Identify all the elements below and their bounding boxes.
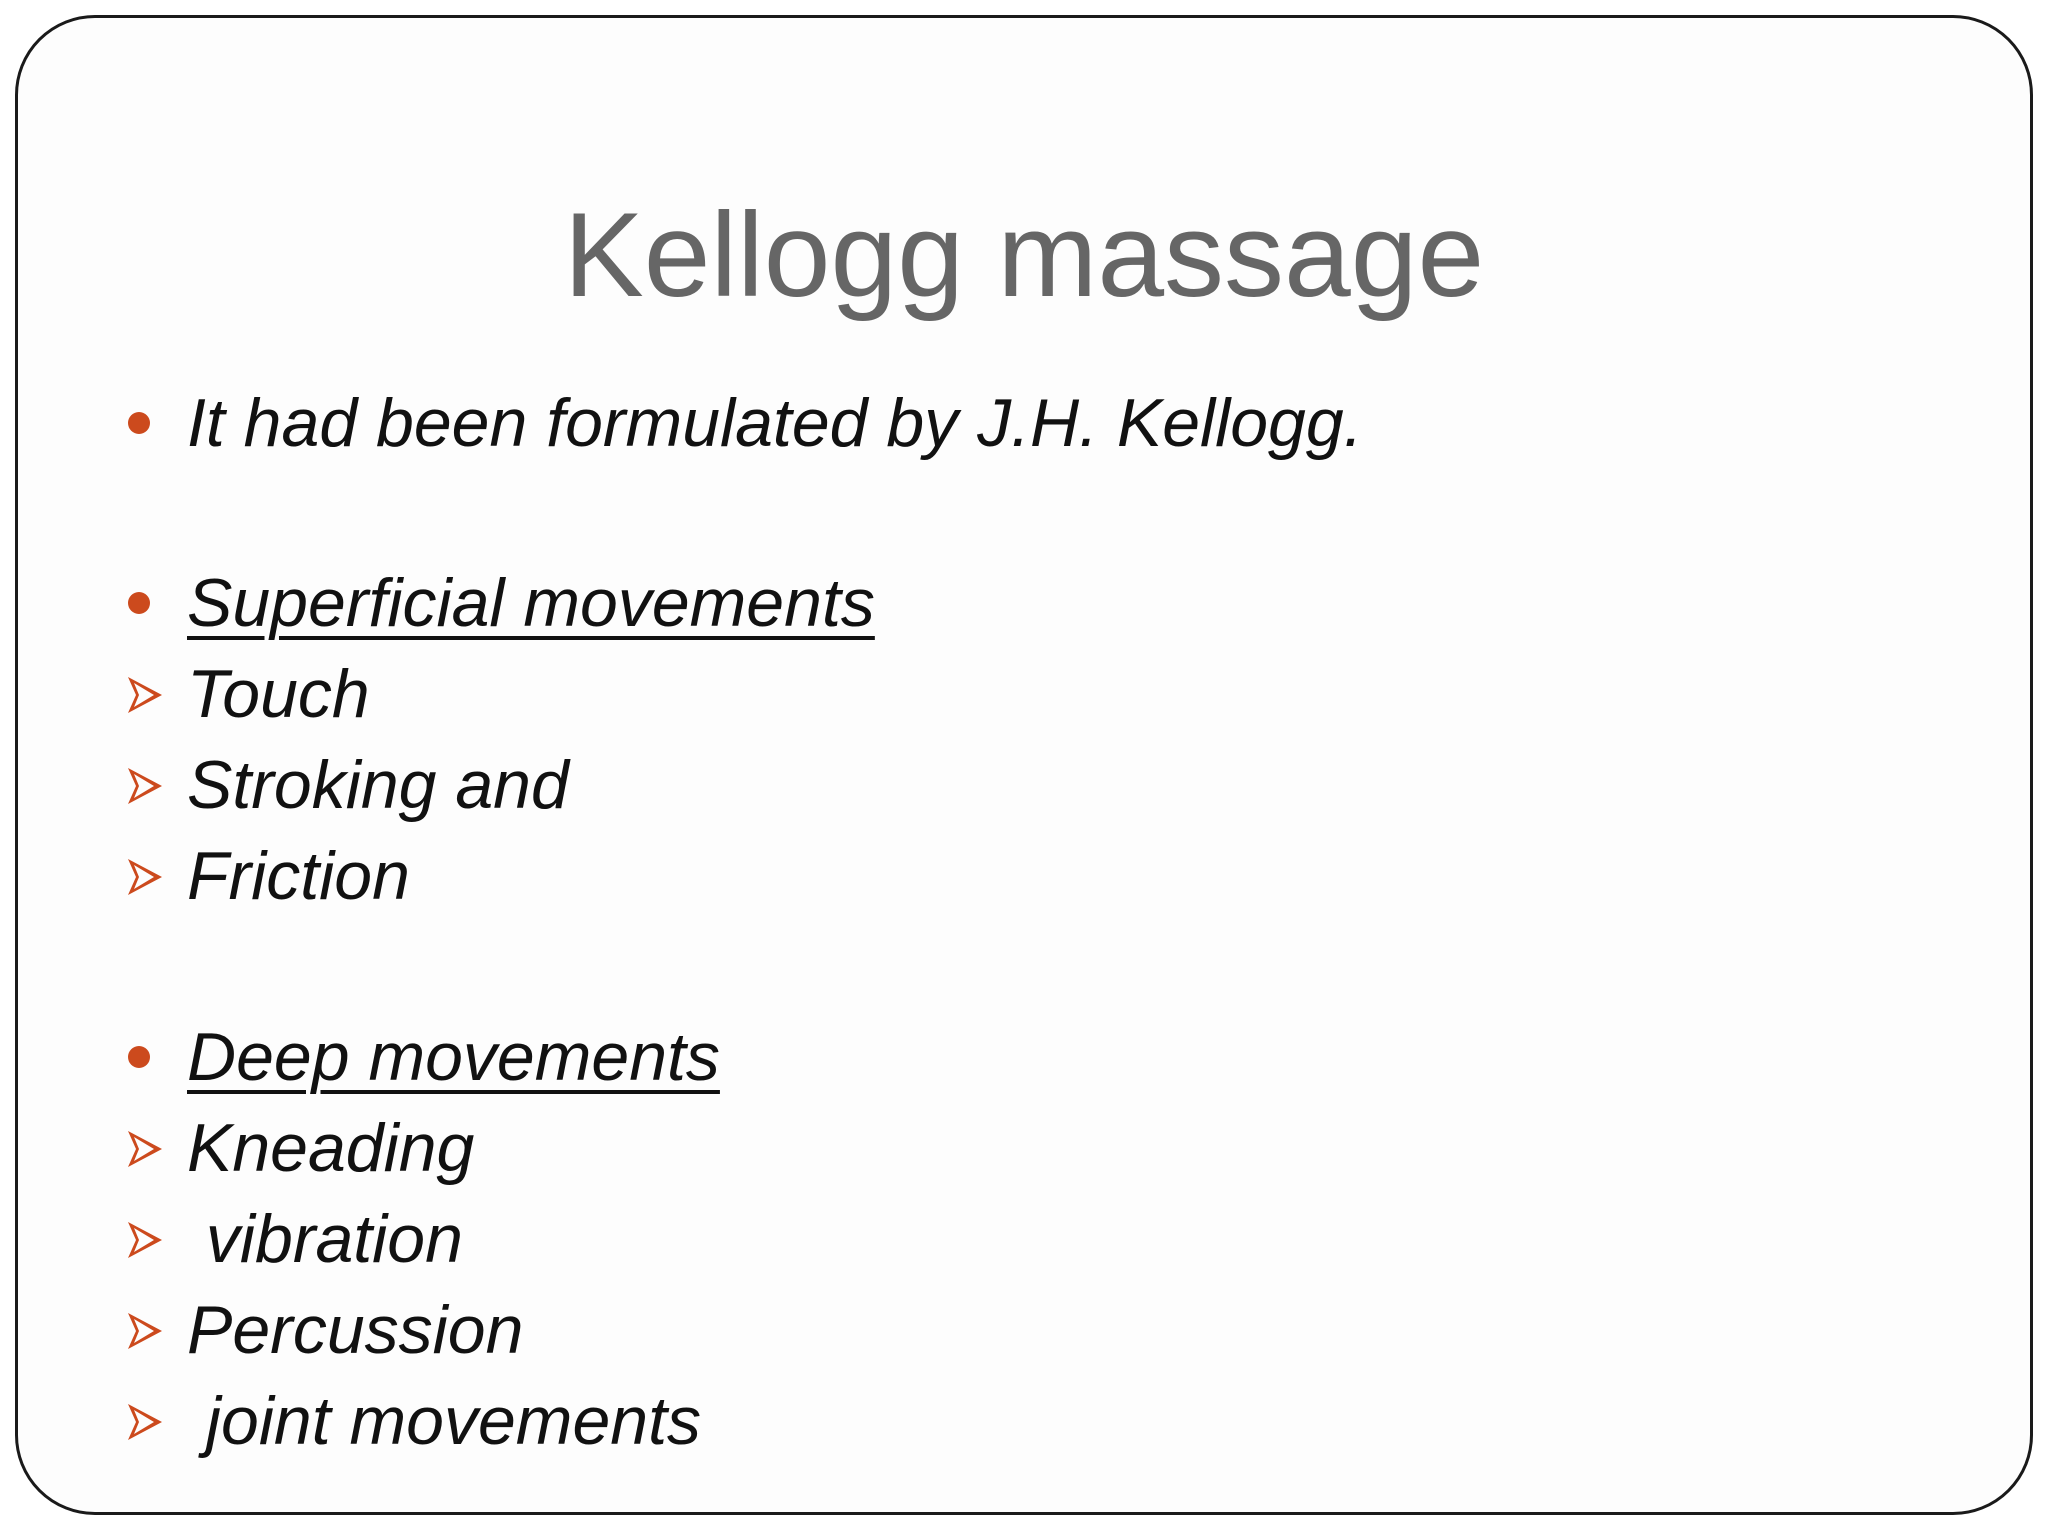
round-bullet-icon: [128, 592, 150, 614]
round-bullet-icon: [128, 1046, 150, 1068]
list-item: joint movements: [187, 1383, 701, 1459]
list-item: vibration: [187, 1201, 463, 1277]
arrow-bullet-icon: [128, 677, 162, 713]
round-bullet-icon: [128, 412, 150, 434]
intro-text: It had been formulated by J.H. Kellogg.: [187, 385, 1363, 461]
arrow-bullet-icon: [128, 1404, 162, 1440]
arrow-bullet-icon: [128, 768, 162, 804]
list-item: Percussion: [187, 1292, 524, 1368]
list-item: Stroking and: [187, 747, 569, 823]
list-item: Friction: [187, 838, 410, 914]
section-heading: Superficial movements: [187, 565, 875, 641]
list-item: Kneading: [187, 1110, 475, 1186]
arrow-bullet-icon: [128, 1313, 162, 1349]
list-item: Touch: [187, 656, 370, 732]
section-heading: Deep movements: [187, 1019, 720, 1095]
arrow-bullet-icon: [128, 1222, 162, 1258]
arrow-bullet-icon: [128, 859, 162, 895]
arrow-bullet-icon: [128, 1131, 162, 1167]
slide-title: Kellogg massage: [563, 188, 1485, 322]
slide-frame: [15, 15, 2033, 1515]
